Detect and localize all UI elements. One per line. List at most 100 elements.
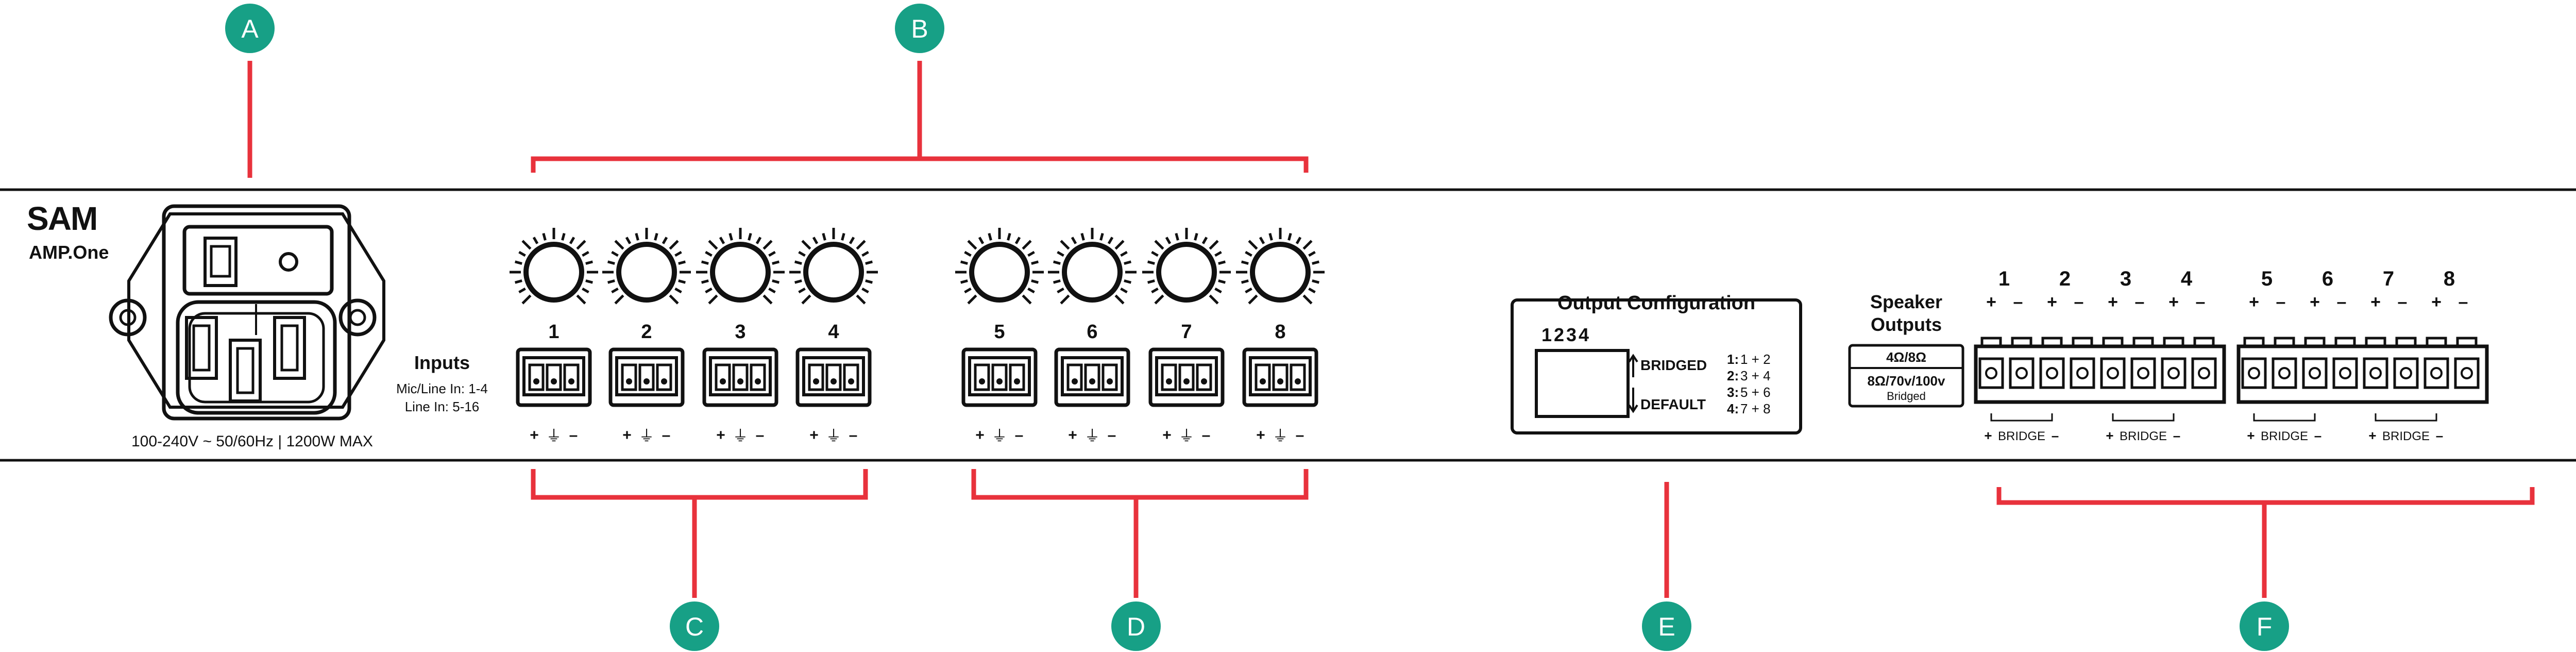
pin-minus-label: –	[1108, 427, 1116, 444]
gain-knob-icon[interactable]	[696, 228, 785, 305]
power-switch-icon[interactable]	[182, 225, 334, 296]
default-label: DEFAULT	[1640, 396, 1706, 412]
callout-letter: E	[1658, 612, 1675, 641]
speaker-plus-label: +	[2249, 292, 2259, 312]
bridge-map-value: 7 + 8	[1740, 401, 1771, 416]
speaker-output-groups: 1+–2+–3+–4+–+BRIDGE–+BRIDGE–5+–6+–7+–8+–…	[1974, 268, 2489, 443]
pin-plus-label: +	[1068, 427, 1077, 444]
ground-icon: ⏚	[733, 428, 748, 445]
speaker-channel-label: 1	[1998, 268, 2010, 290]
callout-b: B	[895, 4, 944, 53]
input-channel-label: 5	[994, 321, 1005, 343]
ground-icon: ⏚	[1084, 428, 1100, 445]
bridged-rating: 8Ω/70v/100v	[1868, 373, 1946, 389]
brand-logo: SAM	[27, 200, 97, 237]
input-channel-5: 5+⏚–	[955, 228, 1044, 445]
power-rating: 100-240V ~ 50/60Hz | 1200W MAX	[131, 433, 373, 450]
callout-c: C	[670, 601, 719, 651]
input-connector[interactable]	[795, 347, 872, 407]
speaker-plus-label: +	[2047, 292, 2057, 312]
callout-letter: A	[241, 14, 259, 43]
callout-b-bracket	[531, 61, 1309, 173]
speaker-title-1: Speaker	[1870, 291, 1942, 312]
input-channel-8: 8+⏚–	[1236, 228, 1325, 445]
gain-knob-icon[interactable]	[602, 228, 691, 305]
bridge-plus-label: +	[2247, 428, 2255, 443]
input-channel-label: 8	[1275, 321, 1285, 343]
speaker-minus-label: –	[2135, 292, 2145, 312]
input-connector[interactable]	[608, 347, 685, 407]
speaker-plus-label: +	[2108, 292, 2118, 312]
pin-plus-label: +	[622, 427, 632, 444]
callout-letter: C	[685, 612, 704, 641]
bridge-map-key: 3:	[1727, 384, 1739, 400]
ground-icon: ⏚	[992, 428, 1007, 445]
callout-f-bracket	[1996, 487, 2535, 598]
output-config-box: Output Configuration 1234 BRIDGED DEFAUL…	[1511, 292, 1802, 434]
input-connector[interactable]	[961, 347, 1038, 407]
ground-icon: ⏚	[546, 428, 562, 445]
speaker-minus-label: –	[2196, 292, 2206, 312]
input-channel-6: 6+⏚–	[1048, 228, 1137, 445]
bridge-plus-label: +	[2106, 428, 2113, 443]
gain-knob-icon[interactable]	[1048, 228, 1137, 305]
speaker-channel-label: 8	[2444, 268, 2455, 290]
speaker-channel-label: 5	[2261, 268, 2273, 290]
pin-plus-label: +	[975, 427, 985, 444]
input-connector[interactable]	[1148, 347, 1225, 407]
ground-icon: ⏚	[1179, 428, 1194, 445]
bridge-plus-label: +	[1984, 428, 1992, 443]
callout-d: D	[1111, 601, 1161, 651]
gain-knob-icon[interactable]	[789, 228, 878, 305]
input-connector[interactable]	[516, 347, 592, 407]
power-module	[109, 204, 385, 421]
pin-minus-label: –	[756, 427, 765, 444]
bridge-map-key: 1:	[1727, 352, 1739, 367]
gain-knob-icon[interactable]	[510, 228, 598, 305]
bridged-label: BRIDGED	[1640, 357, 1707, 373]
bridge-label: BRIDGE	[2261, 429, 2308, 443]
input-connector[interactable]	[1242, 347, 1318, 407]
speaker-group-2: 5+–6+–7+–8+–+BRIDGE–+BRIDGE–	[2236, 268, 2489, 443]
bridge-plus-label: +	[2368, 428, 2376, 443]
input-channel-2: 2+⏚–	[602, 228, 691, 445]
speaker-connector[interactable]	[1974, 337, 2226, 404]
speaker-channel-label: 4	[2181, 268, 2193, 290]
speaker-minus-label: –	[2276, 292, 2286, 312]
speaker-minus-label: –	[2398, 292, 2408, 312]
speaker-group-1: 1+–2+–3+–4+–+BRIDGE–+BRIDGE–	[1974, 268, 2226, 443]
pin-minus-label: –	[569, 427, 578, 444]
speaker-channel-label: 3	[2120, 268, 2131, 290]
pin-plus-label: +	[809, 427, 819, 444]
bridge-minus-label: –	[2436, 428, 2443, 443]
input-channel-7: 7+⏚–	[1142, 228, 1231, 445]
ground-icon: ⏚	[639, 428, 654, 445]
input-channel-3: 3+⏚–	[696, 228, 785, 445]
speaker-plus-label: +	[2310, 292, 2320, 312]
speaker-plus-label: +	[2168, 292, 2179, 312]
dip-switch[interactable]	[1535, 349, 1630, 418]
input-channels: 1+⏚–2+⏚–3+⏚–4+⏚–5+⏚–6+⏚–7+⏚–8+⏚–	[510, 228, 1325, 445]
impedance-box: 4Ω/8Ω 8Ω/70v/100v Bridged	[1848, 344, 1964, 408]
callout-letter: B	[911, 14, 928, 43]
gain-knob-icon[interactable]	[1236, 228, 1325, 305]
speaker-channel-label: 6	[2322, 268, 2333, 290]
gain-knob-icon[interactable]	[955, 228, 1044, 305]
callout-letter: F	[2257, 612, 2273, 641]
output-config-title: Output Configuration	[1557, 292, 1755, 314]
gain-knob-icon[interactable]	[1142, 228, 1231, 305]
input-connector[interactable]	[702, 347, 778, 407]
callout-c-bracket	[531, 469, 868, 598]
iec-power-inlet-icon[interactable]	[176, 300, 337, 415]
pin-plus-label: +	[530, 427, 539, 444]
callout-letter: D	[1127, 612, 1145, 641]
callout-a: A	[225, 4, 275, 53]
speaker-connector[interactable]	[2236, 337, 2489, 404]
arrow-up-icon	[1628, 354, 1638, 377]
arrow-down-icon	[1628, 388, 1638, 413]
input-connector[interactable]	[1054, 347, 1130, 407]
mounting-screw-right-icon	[338, 298, 377, 337]
bridge-minus-label: –	[2314, 428, 2321, 443]
speaker-plus-label: +	[2370, 292, 2381, 312]
speaker-minus-label: –	[2337, 292, 2347, 312]
